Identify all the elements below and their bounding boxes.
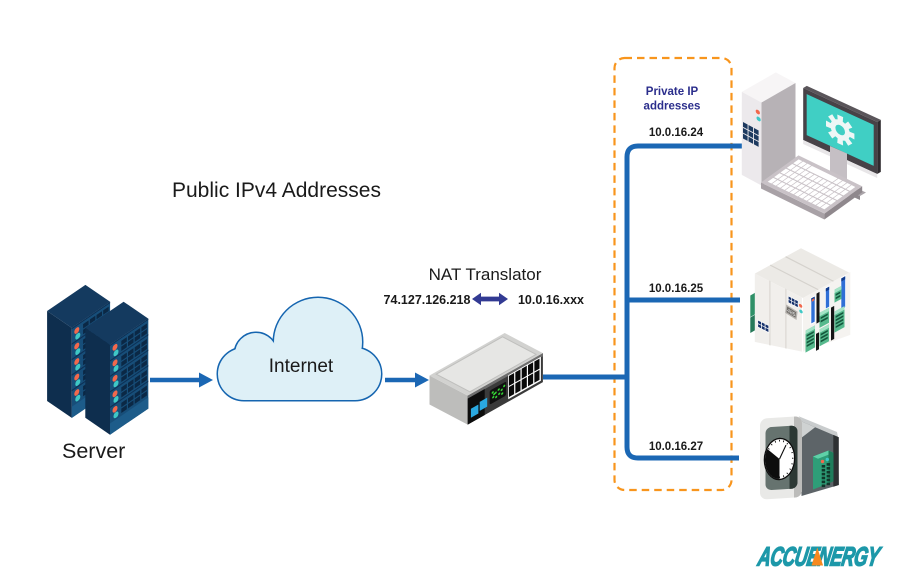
svg-text:485: 485 (787, 308, 796, 318)
svg-text:10.0.16.24: 10.0.16.24 (649, 127, 704, 139)
svg-text:10.0.16.25: 10.0.16.25 (649, 283, 704, 295)
svg-text:10.0.16.27: 10.0.16.27 (649, 441, 703, 453)
svg-text:74.127.126.218: 74.127.126.218 (384, 293, 471, 307)
svg-text:NAT Translator: NAT Translator (429, 265, 542, 284)
svg-text:addresses: addresses (644, 101, 701, 113)
svg-text:Internet: Internet (269, 356, 334, 377)
svg-text:Private IP: Private IP (646, 86, 699, 98)
svg-text:Server: Server (62, 439, 125, 463)
svg-text:Public IPv4 Addresses: Public IPv4 Addresses (172, 179, 381, 202)
svg-text:10.0.16.xxx: 10.0.16.xxx (518, 293, 584, 307)
